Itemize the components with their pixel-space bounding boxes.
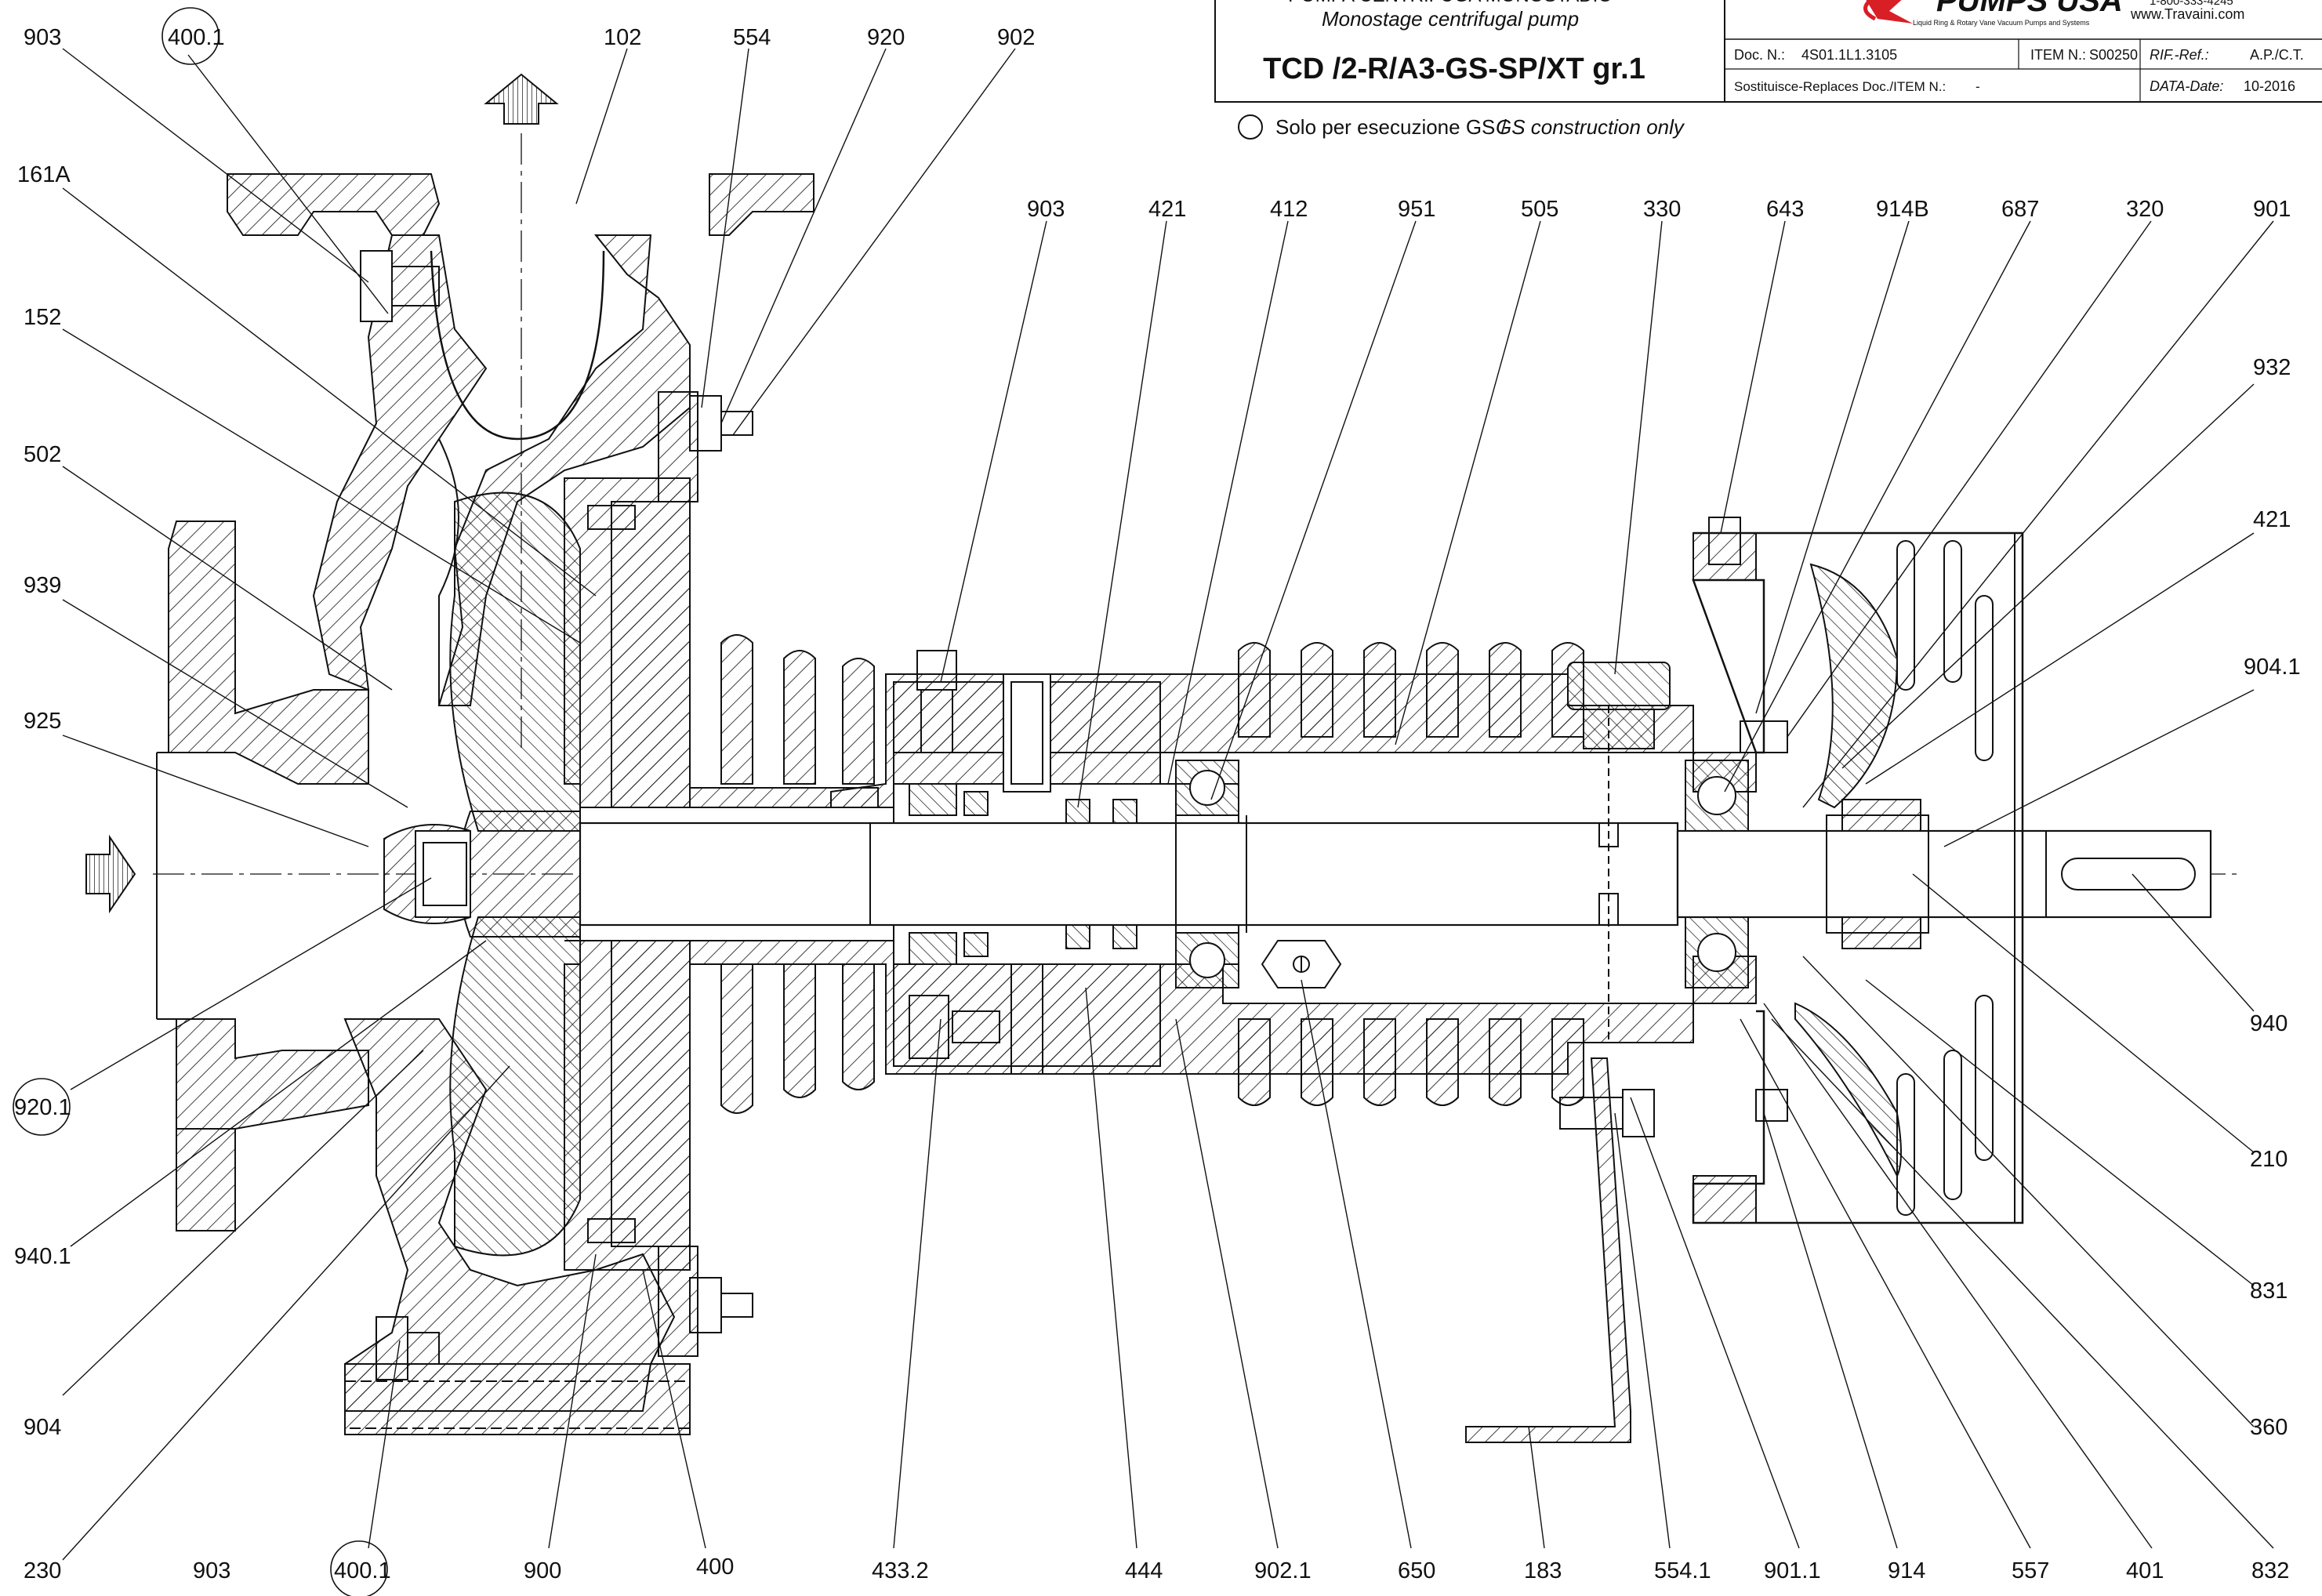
label-421-upper: 421 — [1148, 197, 1186, 222]
leader-lines — [62, 48, 2274, 1561]
label-903-bottom: 903 — [193, 1558, 230, 1583]
label-557: 557 — [2012, 1558, 2049, 1583]
label-831: 831 — [2250, 1279, 2288, 1304]
label-932: 932 — [2253, 355, 2291, 380]
label-904: 904 — [24, 1415, 61, 1440]
label-650: 650 — [1398, 1558, 1435, 1583]
ref-value: A.P./C.T. — [2250, 47, 2304, 63]
label-230: 230 — [24, 1558, 61, 1583]
brand-name: PUMPS USA — [1936, 0, 2123, 18]
legend-note-it: Solo per esecuzione GS / — [1275, 115, 1507, 139]
label-421-right: 421 — [2253, 507, 2291, 532]
label-903-top: 903 — [24, 25, 61, 50]
pump-model-title: TCD /2-R/A3-GS-SP/XT gr.1 — [1263, 53, 1645, 85]
circled-label-rings — [13, 7, 388, 1596]
label-330: 330 — [1643, 197, 1681, 222]
label-320: 320 — [2126, 197, 2164, 222]
fan-guard-bracket — [1465, 1057, 1631, 1443]
label-643: 643 — [1766, 197, 1804, 222]
doc-number-label: Doc. N.: — [1734, 47, 1785, 63]
item-number-label: ITEM N.: — [2030, 47, 2086, 63]
label-400-1-top: 400.1 — [168, 25, 225, 50]
label-210: 210 — [2250, 1147, 2288, 1172]
brand-tagline: Liquid Ring & Rotary Vane Vacuum Pumps a… — [1913, 19, 2090, 27]
legend-circle-icon — [1238, 114, 1263, 140]
label-554-1: 554.1 — [1654, 1558, 1711, 1583]
cooling-fan — [1794, 563, 1929, 1178]
label-939: 939 — [24, 573, 61, 598]
label-940: 940 — [2250, 1011, 2288, 1036]
discharge-flange — [227, 173, 441, 236]
label-925: 925 — [24, 709, 61, 734]
label-687: 687 — [2001, 197, 2039, 222]
label-901: 901 — [2253, 197, 2291, 222]
title-block: POMPA CENTRIFUGA MONOSTADIO Monostage ce… — [1214, 0, 2322, 103]
fan-guard-slots — [1896, 540, 1994, 1216]
label-940-1: 940.1 — [14, 1244, 71, 1269]
date-label: DATA-Date: — [2150, 78, 2223, 94]
date-value: 10-2016 — [2244, 78, 2295, 94]
label-152: 152 — [24, 305, 61, 330]
label-832: 832 — [2251, 1558, 2289, 1583]
label-161a: 161A — [17, 162, 71, 187]
label-900: 900 — [524, 1558, 561, 1583]
label-904-1: 904.1 — [2244, 655, 2301, 680]
outboard-bearing — [1685, 760, 1749, 988]
label-412: 412 — [1270, 197, 1308, 222]
shaft — [579, 706, 2212, 1043]
brand-website: www.Travaini.com — [2130, 6, 2244, 22]
brand-logo: PUMPS USA Liquid Ring & Rotary Vane Vacu… — [1863, 0, 2244, 27]
label-902: 902 — [997, 25, 1035, 50]
brand-phone: 1-800-333-4245 — [2150, 0, 2233, 8]
replaces-value: - — [1976, 79, 1980, 94]
label-400: 400 — [696, 1554, 734, 1580]
vent-plug — [1567, 662, 1671, 749]
label-920-1: 920.1 — [14, 1095, 71, 1120]
label-554: 554 — [733, 25, 771, 50]
label-502: 502 — [24, 442, 61, 467]
label-901-1: 901.1 — [1764, 1558, 1821, 1583]
label-401: 401 — [2126, 1558, 2164, 1583]
label-914: 914 — [1888, 1558, 1925, 1583]
doc-number-value: 4S01.1L1.3105 — [1801, 47, 1897, 63]
pump-assembly — [85, 73, 2242, 1443]
label-902-1: 902.1 — [1254, 1558, 1312, 1583]
label-400-1-bottom: 400.1 — [334, 1558, 391, 1583]
label-920: 920 — [867, 25, 905, 50]
cooling-fins-upper — [720, 634, 1584, 785]
replaces-label: Sostituisce-Replaces Doc./ITEM N.: — [1734, 79, 1946, 94]
part-labels: 903 400.1 102 554 920 902 903 421 412 95… — [14, 25, 2301, 1583]
inboard-bearing — [1175, 760, 1239, 988]
item-number-value: S00250 — [2089, 47, 2138, 63]
legend-note-en: GS construction only — [1496, 115, 1685, 139]
label-102: 102 — [604, 25, 641, 50]
pump-subtitle-en: Monostage centrifugal pump — [1322, 7, 1579, 31]
suction-arrow-icon — [85, 834, 136, 914]
drain-plug — [1261, 940, 1342, 988]
cooling-fins-lower — [720, 963, 1584, 1114]
discharge-arrow-icon — [484, 73, 559, 125]
impeller — [449, 491, 581, 832]
label-444: 444 — [1125, 1558, 1163, 1583]
fan-guard — [1692, 531, 2024, 1224]
label-183: 183 — [1524, 1558, 1562, 1583]
legend: Solo per esecuzione GS / GS construction… — [1238, 114, 1685, 140]
label-360: 360 — [2250, 1415, 2288, 1440]
label-951: 951 — [1398, 197, 1435, 222]
label-914b: 914B — [1876, 197, 1929, 222]
label-903-upper-right: 903 — [1027, 197, 1065, 222]
pump-subtitle-it: POMPA CENTRIFUGA MONOSTADIO — [1288, 0, 1613, 6]
label-433-2: 433.2 — [872, 1558, 929, 1583]
ref-label: RIF.-Ref.: — [2150, 47, 2209, 63]
label-505: 505 — [1521, 197, 1558, 222]
